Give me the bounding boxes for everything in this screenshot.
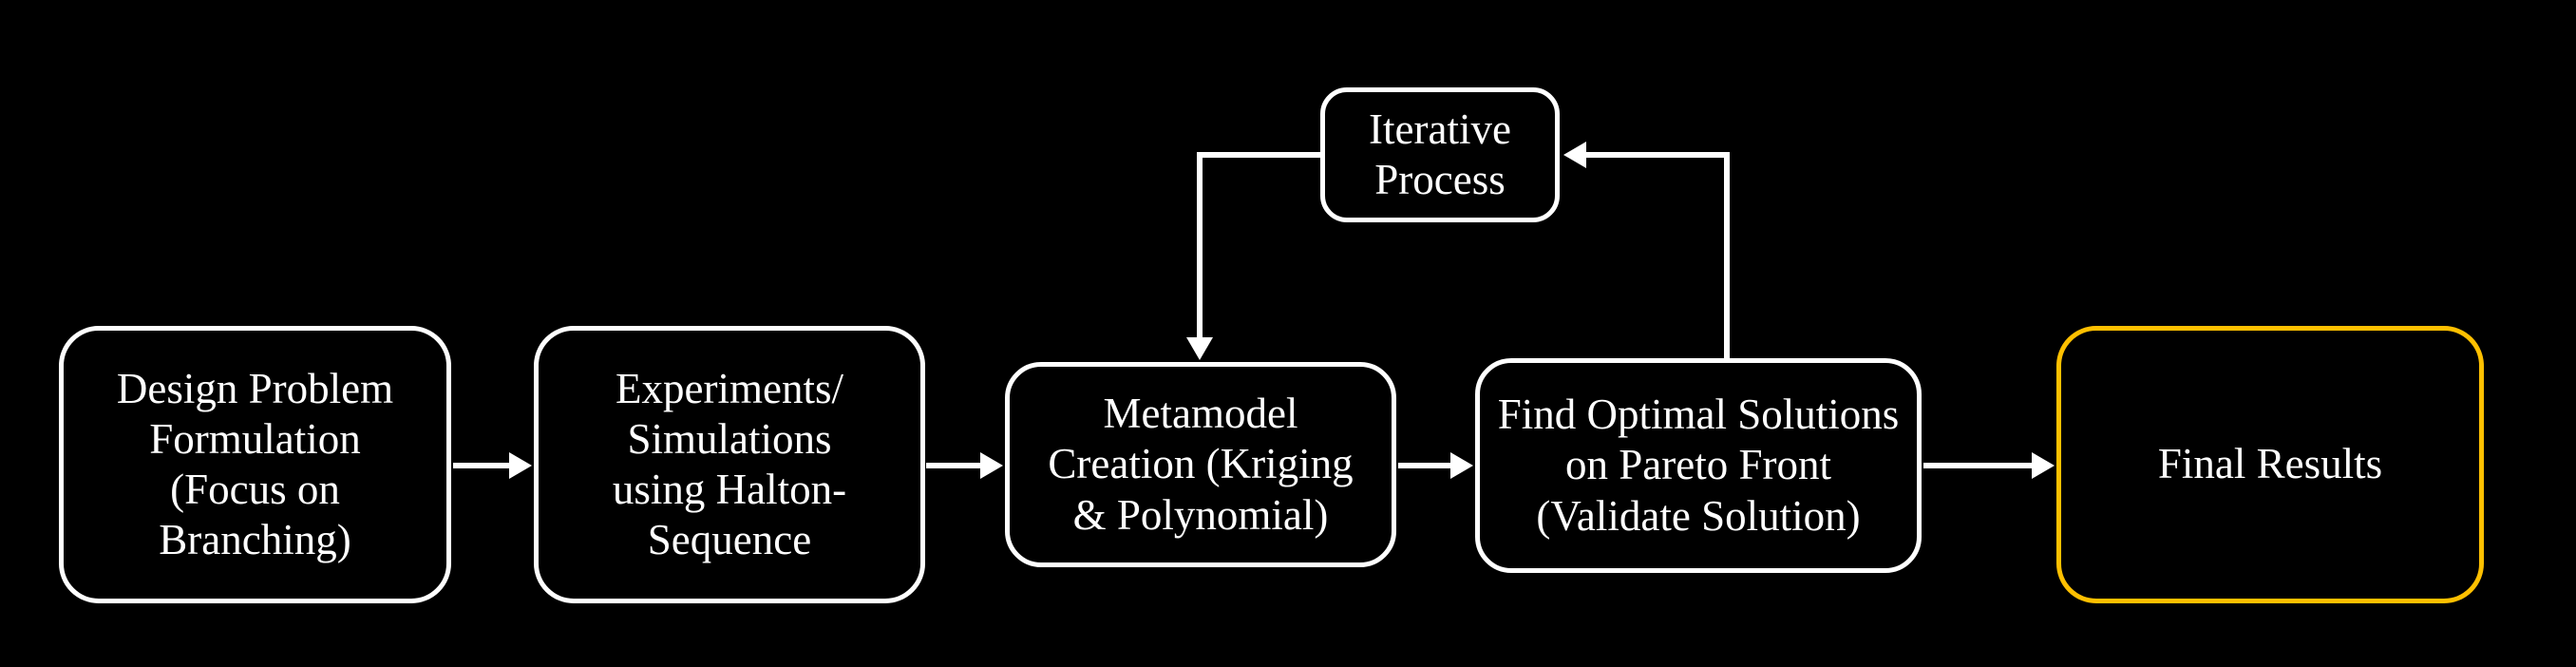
node-label-design-problem-formulation: Design Problem Formulation (Focus on Bra… [116,364,394,564]
node-label-experiments-simulations: Experiments/ Simulations using Halton- S… [612,364,847,564]
arrow-design-to-experiments [453,452,532,479]
arrowhead-down-icon [1186,337,1213,360]
arrowhead-right-icon [1450,452,1473,479]
node-find-optimal-solutions: Find Optimal Solutions on Pareto Front (… [1475,358,1922,573]
arrowhead-left-icon [1563,142,1586,168]
node-final-results: Final Results [2056,326,2484,603]
node-label-iterative-process: Iterative Process [1369,105,1511,203]
node-iterative-process: Iterative Process [1320,87,1560,222]
arrow-pareto-to-iterative [1563,142,1730,358]
node-label-metamodel-creation: Metamodel Creation (Kriging & Polynomial… [1048,390,1354,539]
arrow-experiments-to-metamodel [926,452,1003,479]
arrow-iterative-to-metamodel [1186,152,1320,360]
node-label-final-results: Final Results [2157,440,2383,488]
arrow-pareto-to-final [1923,452,2055,479]
node-label-find-optimal-solutions: Find Optimal Solutions on Pareto Front (… [1497,391,1900,540]
arrowhead-right-icon [2032,452,2055,479]
node-metamodel-creation: Metamodel Creation (Kriging & Polynomial… [1005,362,1396,567]
node-experiments-simulations: Experiments/ Simulations using Halton- S… [534,326,925,603]
node-design-problem-formulation: Design Problem Formulation (Focus on Bra… [59,326,451,603]
arrowhead-right-icon [980,452,1003,479]
arrowhead-right-icon [509,452,532,479]
arrow-metamodel-to-pareto [1398,452,1473,479]
